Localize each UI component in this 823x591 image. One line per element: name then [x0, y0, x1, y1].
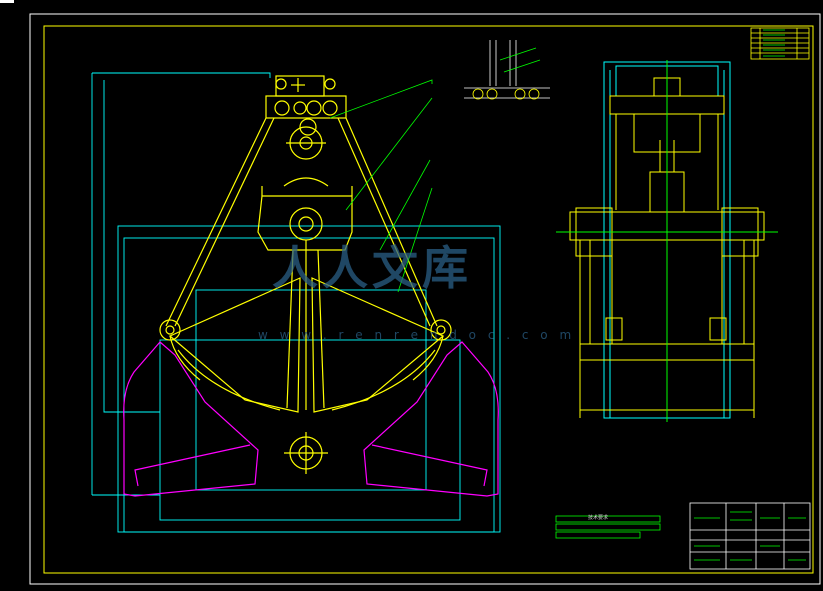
grab-bucket-front-view — [159, 75, 452, 474]
callout-leader-lines — [329, 79, 433, 293]
front-view-construction-lines — [91, 72, 501, 533]
bucket-open-position — [123, 341, 499, 497]
watermark-text: 人人文库 — [272, 241, 472, 295]
viewport-corner-marker — [0, 0, 14, 3]
grab-bucket-side-view — [556, 60, 778, 422]
inner-drawing-border — [43, 25, 814, 574]
outer-sheet-frame — [29, 13, 821, 585]
technical-notes-title: 技术要求 — [588, 515, 609, 521]
title-block — [689, 502, 811, 570]
top-right-table — [750, 27, 810, 60]
rope-detail-view — [464, 40, 550, 100]
watermark-url: w w w . r e n r e n d o c . c o m — [258, 328, 576, 342]
technical-notes-block — [555, 515, 661, 539]
